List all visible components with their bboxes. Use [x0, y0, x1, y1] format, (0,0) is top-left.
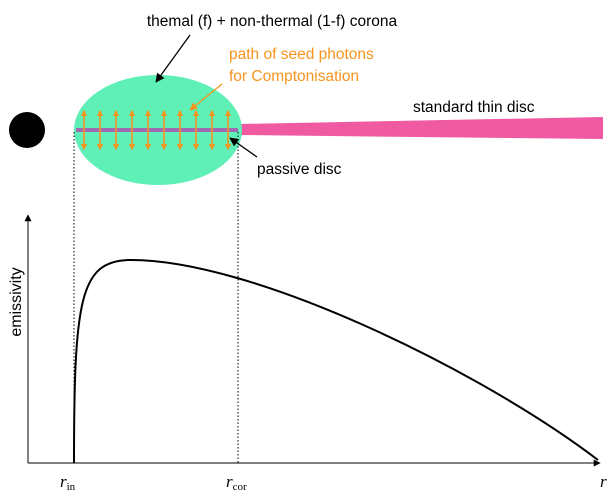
- black-hole-icon: [9, 112, 45, 148]
- r-cor-label: rcor: [226, 472, 247, 492]
- y-axis-label: emissivity: [8, 267, 25, 336]
- passive-disc-pointer-arrow: [229, 137, 258, 158]
- r-in-label: rin: [60, 472, 76, 492]
- thin-disc: [238, 117, 603, 139]
- corona-label: themal (f) + non-thermal (1-f) corona: [147, 13, 398, 30]
- emissivity-curve: [73, 258, 599, 464]
- seed-photons-label-line1: path of seed photons: [229, 46, 374, 63]
- corona-pointer-arrow: [155, 34, 191, 83]
- seed-pointer-arrow: [189, 83, 223, 111]
- seed-photon-arrows: [80, 109, 232, 151]
- r-axis-label: r: [600, 472, 607, 491]
- thin-disc-label: standard thin disc: [413, 99, 535, 116]
- passive-disc-label: passive disc: [257, 161, 342, 178]
- seed-photons-label-line2: for Comptonisation: [229, 68, 359, 85]
